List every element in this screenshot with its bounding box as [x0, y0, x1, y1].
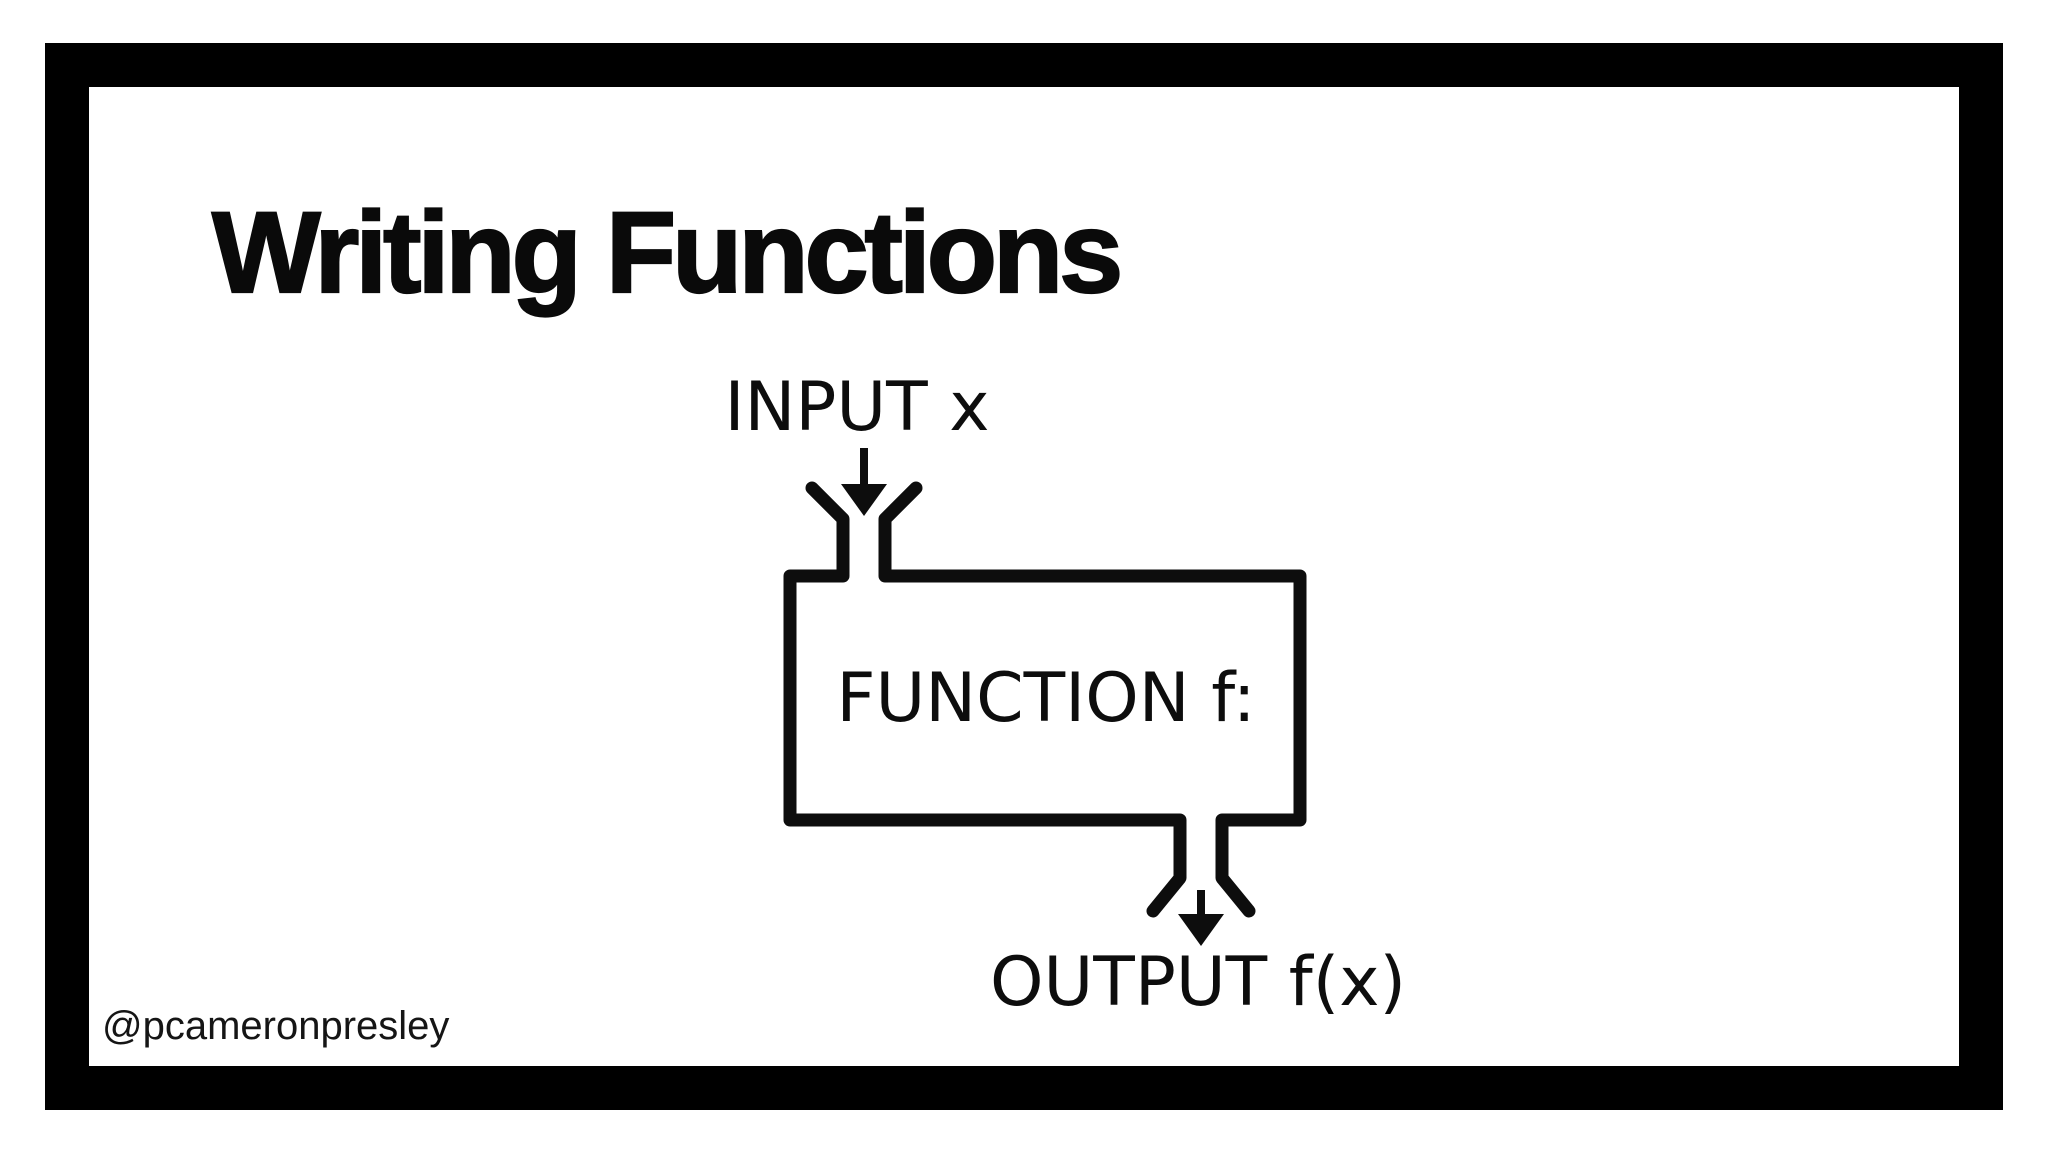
output-arrow-down-icon: [1178, 890, 1224, 946]
machine-outline-left: [783, 481, 1187, 918]
slide-border-frame: [45, 43, 2003, 1110]
author-handle: @pcameronpresley: [102, 1004, 450, 1048]
input-arrow-down-icon: [841, 448, 887, 516]
input-label: INPUT x: [724, 368, 990, 447]
function-box-label: FUNCTION f:: [836, 659, 1256, 738]
output-label: OUTPUT f(x): [989, 943, 1407, 1022]
machine-outline-right: [878, 481, 1307, 918]
slide-title: Writing Functions: [211, 189, 1124, 317]
